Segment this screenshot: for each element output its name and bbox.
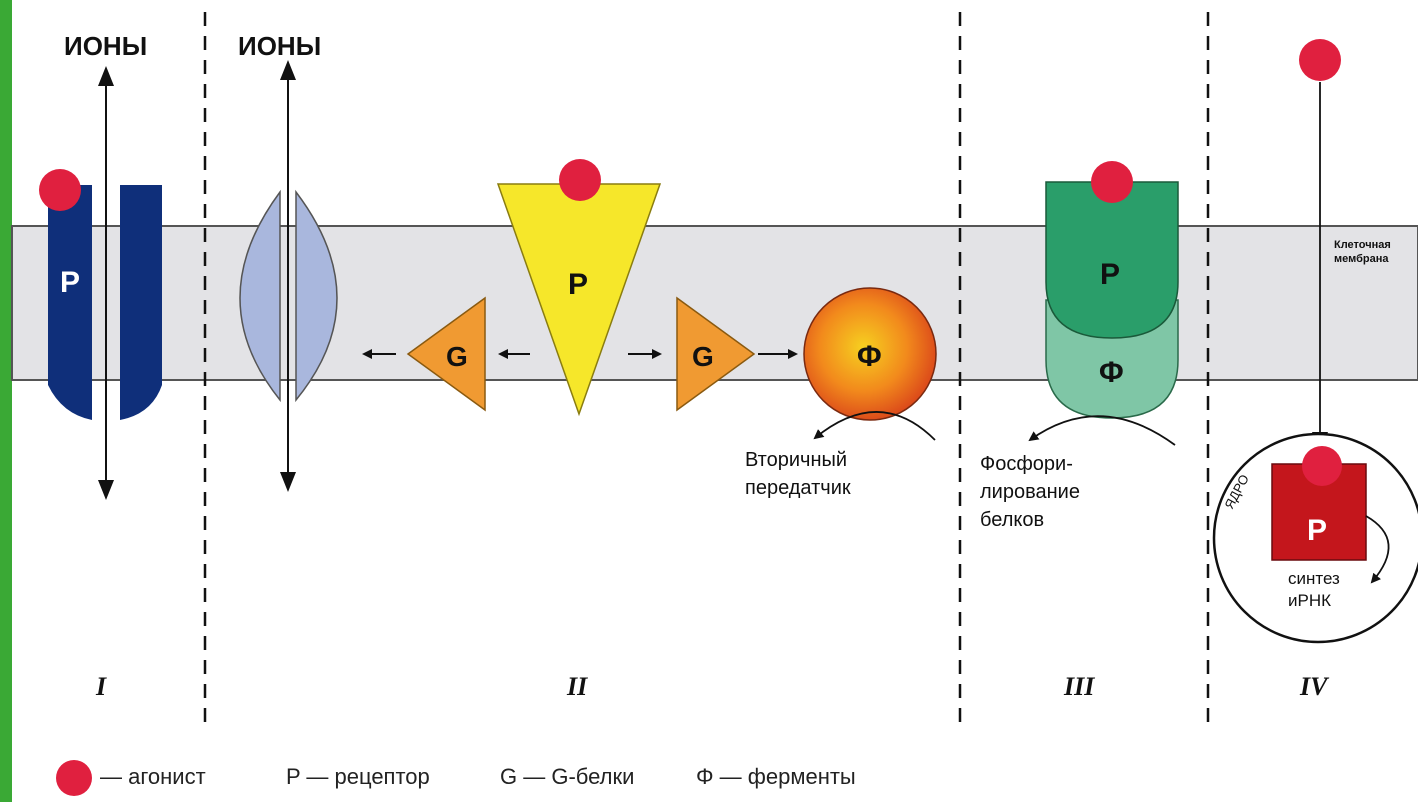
g-protein-right [676, 296, 756, 412]
ion-channel-left-half [239, 189, 281, 403]
membrane-label-1: Клеточная [1334, 239, 1391, 251]
phosphorylation-text-3: белков [980, 509, 1044, 531]
enzyme-receptor-group: P Φ Фосфори- лирование белков [980, 161, 1179, 531]
second-messenger-text-2: передатчик [745, 477, 851, 499]
ion-channel-right-half [295, 189, 338, 403]
nuclear-receptor-label: P [1307, 514, 1327, 547]
agonist-dot [559, 159, 601, 201]
arrow-up-icon [98, 66, 114, 86]
phosphorylation-arrow [1028, 415, 1176, 446]
phosphorylation-text-2: лирование [980, 481, 1080, 503]
section-numeral-1: I [95, 672, 107, 701]
section-numeral-2: II [566, 672, 588, 701]
nuclear-receptor-group: ЯДРО P синтез иРНК [1212, 39, 1418, 644]
enzyme-label: Φ [857, 340, 882, 373]
legend-agonist: — агонист [100, 764, 206, 789]
enzyme-circle [803, 287, 937, 421]
legend-receptor: P — рецептор [286, 764, 430, 789]
ions-label-1: ИОНЫ [64, 31, 147, 61]
synthesis-text-1: синтез [1288, 569, 1340, 588]
arrow-down-icon [280, 472, 296, 492]
synthesis-text-2: иРНК [1288, 591, 1331, 610]
ion-channel-group: ИОНЫ [238, 31, 338, 492]
legend-enzymes: Φ — ферменты [696, 764, 856, 789]
section-numeral-3: III [1063, 672, 1095, 701]
section-numerals: I II III IV [95, 672, 1330, 701]
gpcr-group: P G G Φ Вторичный передатчик [362, 159, 937, 499]
agonist-dot [39, 169, 81, 211]
receptor-part [1045, 181, 1179, 339]
gpcr-receptor-label: P [568, 268, 588, 301]
channel-receptor-group: P ИОНЫ [39, 31, 162, 500]
arrow-down-icon [98, 480, 114, 500]
legend: — агонист P — рецептор G — G-белки Φ — ф… [0, 752, 1000, 802]
mrna-synthesis-arrow [1365, 515, 1390, 584]
agonist-legend-dot [56, 760, 92, 796]
left-accent-bar [0, 0, 12, 802]
enzyme-receptor-label: P [1100, 258, 1120, 291]
g-protein-right-label: G [692, 341, 714, 372]
g-protein-left [406, 296, 486, 412]
ions-label-2: ИОНЫ [238, 31, 321, 61]
agonist-dot [1091, 161, 1133, 203]
second-messenger-text-1: Вторичный [745, 449, 847, 471]
agonist-dot [1302, 446, 1342, 486]
second-messenger-arrow [813, 411, 936, 441]
g-protein-left-label: G [446, 341, 468, 372]
channel-receptor-left-half [48, 185, 92, 420]
receptor-label: P [60, 266, 80, 299]
membrane-label-2: мембрана [1334, 253, 1389, 265]
phosphorylation-text-1: Фосфори- [980, 453, 1073, 475]
arrow-up-icon [280, 60, 296, 80]
enzyme-part-label: Φ [1099, 356, 1124, 389]
section-numeral-4: IV [1299, 672, 1330, 701]
channel-receptor-right-half [120, 185, 162, 420]
agonist-dot [1299, 39, 1341, 81]
legend-g-proteins: G — G-белки [500, 764, 635, 789]
